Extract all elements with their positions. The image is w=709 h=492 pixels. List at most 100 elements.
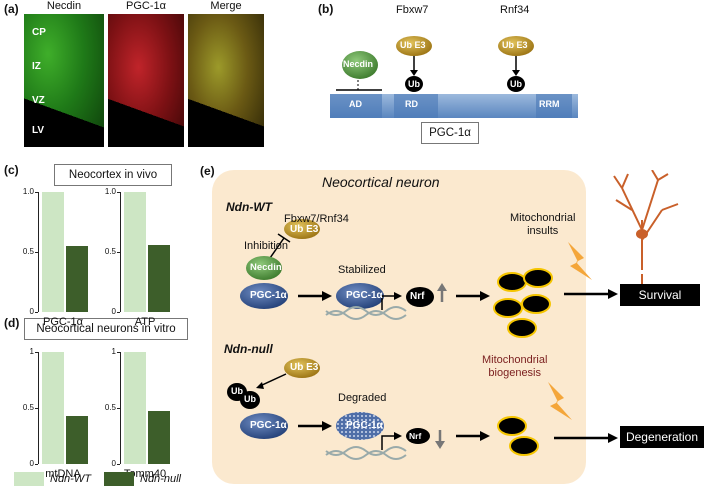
- y-tick: [35, 464, 38, 465]
- pgc-stabilized-oval: [336, 283, 384, 309]
- y-tick: [117, 312, 120, 313]
- y-tick-label: 0.5: [104, 247, 116, 256]
- y-tick-label: 1: [29, 347, 34, 356]
- bolt-wt: [568, 242, 592, 280]
- ube3-null-oval: [284, 358, 320, 378]
- ube3-text-null: Ub E3: [290, 362, 319, 373]
- bar-ndn-wt: [42, 192, 64, 312]
- layer-iz: IZ: [32, 61, 41, 72]
- y-tick: [117, 464, 120, 465]
- biogenesis-text: Mitochondrial biogenesis: [482, 354, 548, 379]
- legend-wt-label: Ndn-WT: [50, 473, 91, 485]
- panel-a-label: (a): [4, 2, 19, 16]
- ad-domain: [330, 94, 382, 118]
- micrograph-necdin: [24, 14, 104, 147]
- y-tick-label: 0.5: [104, 403, 116, 412]
- domain-ad: AD: [349, 99, 362, 109]
- micrograph-pgc: [108, 14, 184, 147]
- micro-title-necdin: Necdin: [46, 0, 82, 12]
- genotype-null: Ndn-null: [224, 342, 273, 356]
- layer-lv: LV: [32, 125, 45, 136]
- y-tick-label: 0.5: [22, 247, 34, 256]
- ub-text-b1: Ub: [408, 79, 420, 89]
- stabilized-text: Stabilized: [338, 264, 386, 276]
- ube3-fbxw7-oval: [396, 36, 432, 56]
- pgc-protein-label: PGC-1α: [421, 122, 479, 144]
- y-tick: [35, 192, 38, 193]
- bar-ndn-null: [66, 415, 88, 464]
- legend-null-label: Ndn-null: [140, 473, 181, 485]
- layer-vz: VZ: [32, 95, 45, 106]
- legend-null-swatch: [104, 472, 134, 486]
- chart-axis: [120, 352, 121, 464]
- bar-ndn-null: [148, 244, 170, 312]
- ub-null-2: [240, 391, 260, 409]
- fbxw7-text: Fbxw7: [396, 4, 429, 16]
- rd-domain: [394, 94, 438, 118]
- pgc-wt-text: PGC-1α: [250, 290, 287, 301]
- necdin-text-e: Necdin: [250, 262, 282, 273]
- degeneration-box: Degeneration: [620, 426, 704, 448]
- ub-oval-1: [405, 76, 423, 92]
- ube3-rnf34-oval: [498, 36, 534, 56]
- panel-b-diagram: [330, 36, 578, 118]
- ub-text-b2: Ub: [510, 79, 522, 89]
- y-tick: [35, 312, 38, 313]
- y-tick: [117, 252, 120, 253]
- micro-title-pgc: PGC-1α: [126, 0, 166, 12]
- legend-wt-swatch: [14, 472, 44, 486]
- micro-title-merge: Merge: [210, 0, 242, 12]
- bar-ndn-wt: [124, 192, 146, 312]
- y-tick-label: 0.5: [22, 403, 34, 412]
- pgc-stab-text: PGC-1α: [346, 290, 383, 301]
- survival-box: Survival: [620, 284, 700, 306]
- layer-cp: CP: [32, 27, 46, 38]
- rrm-domain: [536, 94, 572, 118]
- bar-ndn-null: [148, 411, 170, 464]
- chart-axis: [38, 192, 39, 312]
- chart-axis: [38, 352, 39, 464]
- pgc-null-oval: [240, 413, 288, 439]
- ube3-text-b2: Ub E3: [502, 40, 528, 50]
- micrograph-merge: [188, 14, 264, 147]
- necdin-oval: [342, 51, 378, 79]
- y-tick: [117, 352, 120, 353]
- y-tick-label: 1: [111, 347, 116, 356]
- y-tick: [117, 408, 120, 409]
- bar-ndn-null: [66, 246, 88, 312]
- nrf-null-text: Nrf: [409, 431, 422, 441]
- y-tick: [35, 408, 38, 409]
- y-tick-label: 1.0: [22, 187, 34, 196]
- panel-e-diagram: [227, 170, 679, 460]
- e3-label-wt: Fbxw7/Rnf34: [284, 213, 349, 225]
- panel-c-title: Neocortex in vivo: [54, 164, 172, 186]
- y-tick-label: 0: [29, 307, 34, 316]
- insults-text: Mitochondrial insults: [510, 212, 576, 237]
- rnf34-text: Rnf34: [500, 4, 530, 16]
- pgc-null-text: PGC-1α: [250, 420, 287, 431]
- cell-title: Neocortical neuron: [322, 174, 440, 190]
- ube3-text-wt: Ub E3: [290, 224, 319, 235]
- panel-c-label: (c): [4, 163, 19, 177]
- ube3-wt-oval: [284, 219, 320, 239]
- inhibition-text: Inhibition: [244, 240, 289, 252]
- panel-d-title: Neocortical neurons in vitro: [24, 318, 188, 340]
- pgc-wt-oval: [240, 283, 288, 309]
- ub-null-text-1: Ub: [231, 386, 243, 396]
- bar-ndn-wt: [42, 352, 64, 464]
- domain-rd: RD: [405, 99, 418, 109]
- bar-ndn-wt: [124, 352, 146, 464]
- nrf-null-oval: [406, 428, 430, 444]
- x-category-label: ATP: [134, 316, 156, 328]
- y-tick-label: 1.0: [104, 187, 116, 196]
- pgc-degraded-oval: [336, 412, 384, 440]
- y-tick: [35, 352, 38, 353]
- panel-d-label: (d): [4, 316, 20, 330]
- y-tick-label: 0: [111, 307, 116, 316]
- panel-b-label: (b): [318, 2, 334, 16]
- ub-null-text-2: Ub: [244, 394, 256, 404]
- y-tick: [35, 252, 38, 253]
- ube3-text-b1: Ub E3: [400, 40, 426, 50]
